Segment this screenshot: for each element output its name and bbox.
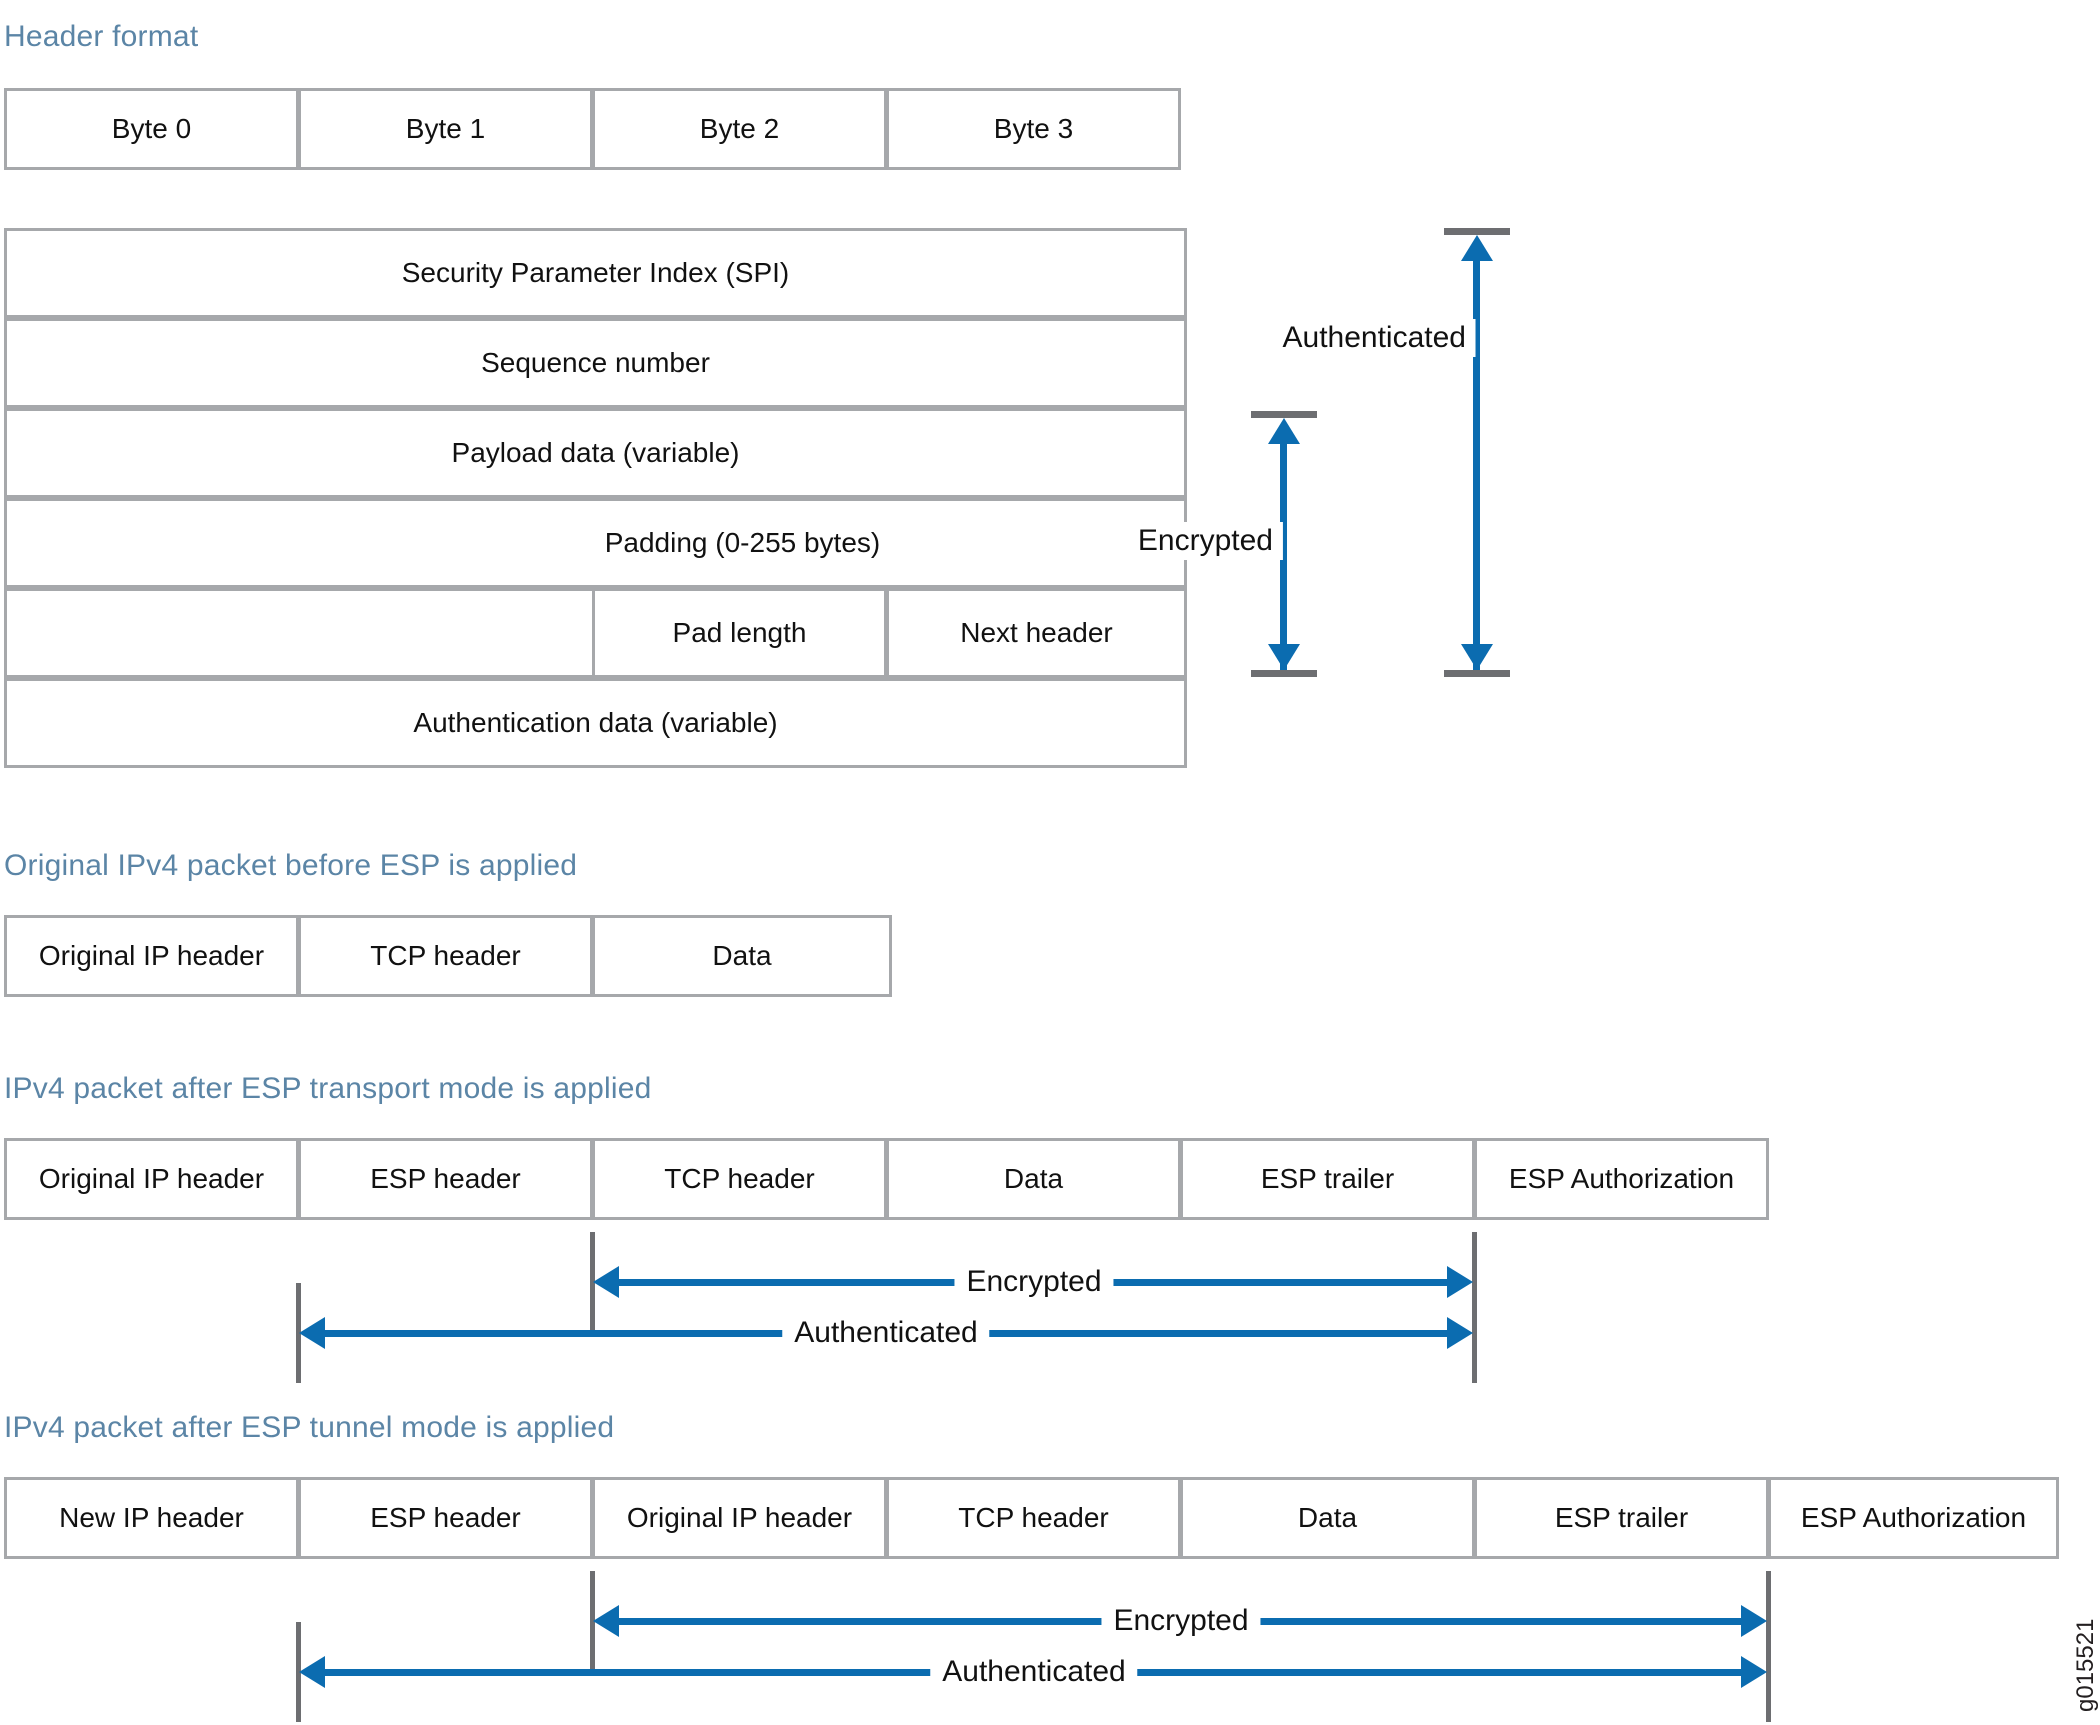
packet-cell-label: New IP header bbox=[59, 1502, 244, 1533]
esp-field-padding: Padding (0-255 bytes) bbox=[298, 498, 1187, 588]
authenticated-arrow-bottom-cap bbox=[1444, 670, 1510, 677]
packet-cell-label: Data bbox=[1297, 1502, 1358, 1533]
packet-cell-label: ESP Authorization bbox=[1508, 1163, 1735, 1194]
packet-cell-label: ESP header bbox=[370, 1163, 521, 1194]
section-title-original-packet: Original IPv4 packet before ESP is appli… bbox=[4, 849, 578, 882]
transport-packet-cell-esp-trailer: ESP trailer bbox=[1180, 1138, 1475, 1220]
byte-ruler-label: Byte 3 bbox=[993, 113, 1074, 144]
esp-field-payload-data: Payload data (variable) bbox=[4, 408, 1187, 498]
tunnel-authenticated-head-left bbox=[299, 1656, 325, 1688]
packet-cell-label: Original IP header bbox=[626, 1502, 853, 1533]
packet-cell-label: Original IP header bbox=[38, 940, 265, 971]
esp-field-label: Next header bbox=[960, 617, 1113, 648]
esp-field-label: Sequence number bbox=[481, 347, 710, 378]
section-title-header-format: Header format bbox=[4, 20, 199, 53]
encrypted-arrow-shaft bbox=[1280, 432, 1287, 672]
packet-cell-label: Original IP header bbox=[38, 1163, 265, 1194]
esp-field-padding-continuation bbox=[4, 588, 596, 678]
esp-field-payload-continuation bbox=[4, 498, 301, 588]
tunnel-authenticated-head-right bbox=[1741, 1656, 1767, 1688]
tunnel-authenticated-right-tick bbox=[1766, 1622, 1771, 1722]
tunnel-encrypted-head-right bbox=[1741, 1605, 1767, 1637]
encrypted-scope-label: Encrypted bbox=[1127, 522, 1283, 560]
byte-ruler-cell-3: Byte 3 bbox=[886, 88, 1181, 170]
packet-cell-label: TCP header bbox=[664, 1163, 815, 1194]
transport-authenticated-left-tick bbox=[296, 1283, 301, 1383]
transport-authenticated-label: Authenticated bbox=[782, 1316, 990, 1350]
tunnel-packet-cell-data: Data bbox=[1180, 1477, 1475, 1559]
original-packet-cell-data: Data bbox=[592, 915, 892, 997]
tunnel-packet-cell-tcp-header: TCP header bbox=[886, 1477, 1181, 1559]
packet-cell-label: Data bbox=[712, 940, 772, 971]
transport-packet-cell-tcp-header: TCP header bbox=[592, 1138, 887, 1220]
esp-field-sequence-number: Sequence number bbox=[4, 318, 1187, 408]
tunnel-packet-cell-esp-authorization: ESP Authorization bbox=[1768, 1477, 2059, 1559]
transport-authenticated-head-right bbox=[1447, 1317, 1473, 1349]
byte-ruler-cell-2: Byte 2 bbox=[592, 88, 887, 170]
esp-field-label: Padding (0-255 bytes) bbox=[604, 527, 881, 558]
transport-encrypted-left-tick bbox=[590, 1232, 595, 1332]
packet-cell-label: ESP Authorization bbox=[1800, 1502, 2027, 1533]
esp-field-next-header: Next header bbox=[886, 588, 1187, 678]
tunnel-encrypted-left-tick bbox=[590, 1571, 595, 1671]
packet-cell-label: ESP header bbox=[370, 1502, 521, 1533]
authenticated-arrow-shaft bbox=[1473, 249, 1480, 672]
tunnel-authenticated-label: Authenticated bbox=[930, 1655, 1138, 1689]
byte-ruler-cell-0: Byte 0 bbox=[4, 88, 299, 170]
encrypted-arrow-bottom-cap bbox=[1251, 670, 1317, 677]
esp-field-label: Security Parameter Index (SPI) bbox=[401, 257, 790, 288]
authenticated-scope-label: Authenticated bbox=[1272, 319, 1476, 357]
tunnel-packet-cell-original-ip-header: Original IP header bbox=[592, 1477, 887, 1559]
figure-id-watermark: g015521 bbox=[2072, 1618, 2099, 1712]
transport-packet-cell-data: Data bbox=[886, 1138, 1181, 1220]
section-title-transport-mode: IPv4 packet after ESP transport mode is … bbox=[4, 1072, 652, 1105]
transport-authenticated-head-left bbox=[299, 1317, 325, 1349]
transport-authenticated-right-tick bbox=[1472, 1283, 1477, 1383]
byte-ruler-label: Byte 2 bbox=[699, 113, 780, 144]
transport-encrypted-head-left bbox=[593, 1266, 619, 1298]
packet-cell-label: TCP header bbox=[958, 1502, 1109, 1533]
transport-packet-cell-original-ip-header: Original IP header bbox=[4, 1138, 299, 1220]
packet-cell-label: ESP trailer bbox=[1554, 1502, 1689, 1533]
original-packet-cell-original-ip-header: Original IP header bbox=[4, 915, 299, 997]
byte-ruler-label: Byte 0 bbox=[111, 113, 192, 144]
esp-field-authentication-data: Authentication data (variable) bbox=[4, 678, 1187, 768]
packet-cell-label: Data bbox=[1003, 1163, 1064, 1194]
transport-encrypted-label: Encrypted bbox=[954, 1265, 1114, 1299]
esp-field-label: Payload data (variable) bbox=[451, 437, 740, 468]
tunnel-encrypted-head-left bbox=[593, 1605, 619, 1637]
tunnel-packet-cell-esp-header: ESP header bbox=[298, 1477, 593, 1559]
tunnel-encrypted-right-tick bbox=[1766, 1571, 1771, 1671]
tunnel-packet-cell-esp-trailer: ESP trailer bbox=[1474, 1477, 1769, 1559]
encrypted-arrow-head-down bbox=[1268, 644, 1300, 670]
tunnel-authenticated-left-tick bbox=[296, 1622, 301, 1722]
transport-packet-cell-esp-authorization: ESP Authorization bbox=[1474, 1138, 1769, 1220]
transport-encrypted-head-right bbox=[1447, 1266, 1473, 1298]
byte-ruler-cell-1: Byte 1 bbox=[298, 88, 593, 170]
esp-field-label: Pad length bbox=[672, 617, 807, 648]
authenticated-arrow-head-down bbox=[1461, 644, 1493, 670]
encrypted-arrow-top-cap bbox=[1251, 411, 1317, 418]
original-packet-cell-tcp-header: TCP header bbox=[298, 915, 593, 997]
esp-field-label: Authentication data (variable) bbox=[413, 707, 778, 738]
section-title-tunnel-mode: IPv4 packet after ESP tunnel mode is app… bbox=[4, 1411, 615, 1444]
transport-packet-cell-esp-header: ESP header bbox=[298, 1138, 593, 1220]
esp-field-spi: Security Parameter Index (SPI) bbox=[4, 228, 1187, 318]
tunnel-packet-cell-new-ip-header: New IP header bbox=[4, 1477, 299, 1559]
packet-cell-label: TCP header bbox=[370, 940, 521, 971]
transport-encrypted-right-tick bbox=[1472, 1232, 1477, 1332]
authenticated-arrow-top-cap bbox=[1444, 228, 1510, 235]
tunnel-encrypted-label: Encrypted bbox=[1101, 1604, 1261, 1638]
packet-cell-label: ESP trailer bbox=[1260, 1163, 1395, 1194]
esp-field-pad-length: Pad length bbox=[592, 588, 887, 678]
byte-ruler-label: Byte 1 bbox=[405, 113, 486, 144]
